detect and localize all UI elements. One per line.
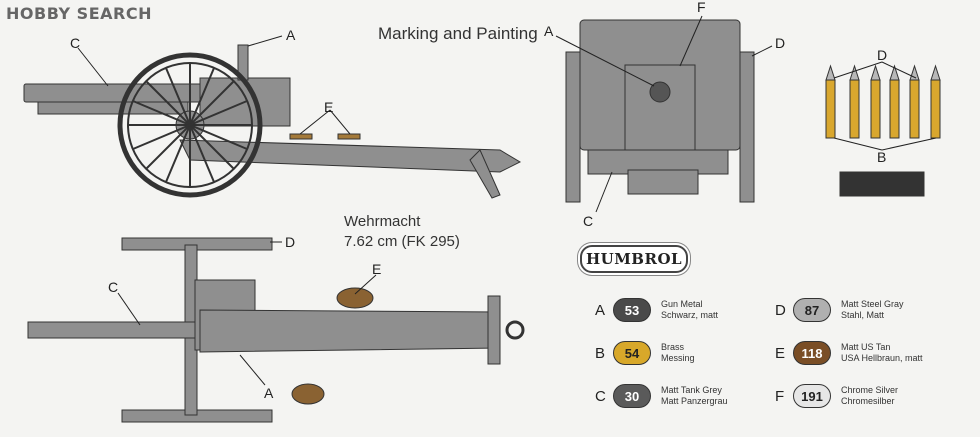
callout-c-side: C: [70, 35, 80, 51]
paint-name-en: Matt Tank Grey: [661, 385, 722, 395]
top-lunette: [505, 320, 525, 340]
front-wheel-left: [565, 51, 581, 203]
shells: [825, 64, 941, 139]
paint-name-en: Matt US Tan: [841, 342, 891, 352]
callout-c-top: C: [108, 279, 118, 295]
paint-name-en: Matt Steel Gray: [841, 299, 904, 309]
paint-chip: 53: [613, 298, 651, 322]
callout-c-front: C: [583, 213, 593, 229]
paint-letter: A: [595, 301, 606, 319]
paint-chip: 30: [613, 384, 651, 408]
paint-letter: B: [595, 344, 606, 362]
side-wheel-rim: [117, 52, 263, 198]
callout-d-top: D: [285, 234, 295, 250]
callout-e-side: E: [324, 99, 333, 115]
top-seat-upper: [336, 287, 374, 309]
page-title: Marking and Painting: [378, 24, 538, 43]
ammo-box: [839, 171, 925, 197]
top-spade: [487, 295, 501, 365]
watermark: HOBBY SEARCH: [6, 4, 152, 23]
side-spade: [469, 149, 501, 199]
callout-a-front: A: [544, 23, 554, 39]
side-seat-right: [337, 133, 361, 140]
paint-chip: 191: [793, 384, 831, 408]
top-trail: [199, 309, 501, 353]
side-wheel-spokes: [128, 63, 252, 187]
callout-d-shells: D: [877, 47, 887, 63]
paint-letter: E: [775, 344, 786, 362]
paint-chip: 54: [613, 341, 651, 365]
paint-name-de: Stahl, Matt: [841, 310, 885, 320]
callout-e-top: E: [372, 261, 381, 277]
paint-name-en: Brass: [661, 342, 685, 352]
paint-name-en: Gun Metal: [661, 299, 703, 309]
paint-name-de: Messing: [661, 353, 695, 363]
top-seat-lower: [291, 383, 325, 405]
top-view: [27, 237, 525, 423]
humbrol-brand-badge: HUMBROL: [580, 245, 688, 273]
side-seat-left: [289, 133, 313, 140]
front-view: [565, 19, 755, 203]
paint-chip: 87: [793, 298, 831, 322]
paint-name-de: Chromesilber: [841, 396, 895, 406]
callout-b-shells: B: [877, 149, 886, 165]
side-trail: [179, 139, 522, 173]
paint-name-de: Schwarz, matt: [661, 310, 719, 320]
callout-f-front: F: [697, 0, 706, 15]
vehicle-caption-line1: Wehrmacht: [344, 213, 421, 230]
top-barrel: [27, 321, 209, 339]
vehicle-caption: Wehrmacht 7.62 cm (FK 295): [344, 212, 460, 252]
paint-name-en: Chrome Silver: [841, 385, 899, 395]
paint-letter: F: [775, 387, 785, 405]
paint-chip: 118: [793, 341, 831, 365]
vehicle-caption-line2: 7.62 cm (FK 295): [344, 233, 460, 250]
side-recoil-cylinder: [37, 101, 189, 115]
front-trail-end: [627, 169, 699, 195]
front-breech: [624, 64, 696, 156]
callout-a-top: A: [264, 385, 274, 401]
side-view: [23, 44, 522, 199]
paint-letter: D: [775, 301, 786, 319]
front-muzzle: [649, 81, 671, 103]
front-wheel-right: [739, 51, 755, 203]
paint-name-de: USA Hellbraun, matt: [841, 353, 923, 363]
leader-lines: [77, 15, 937, 386]
ammunition: [825, 64, 941, 197]
callout-a-side: A: [286, 27, 296, 43]
paint-name-de: Matt Panzergrau: [661, 396, 728, 406]
paint-letter: C: [595, 387, 606, 405]
callout-d-front: D: [775, 35, 785, 51]
